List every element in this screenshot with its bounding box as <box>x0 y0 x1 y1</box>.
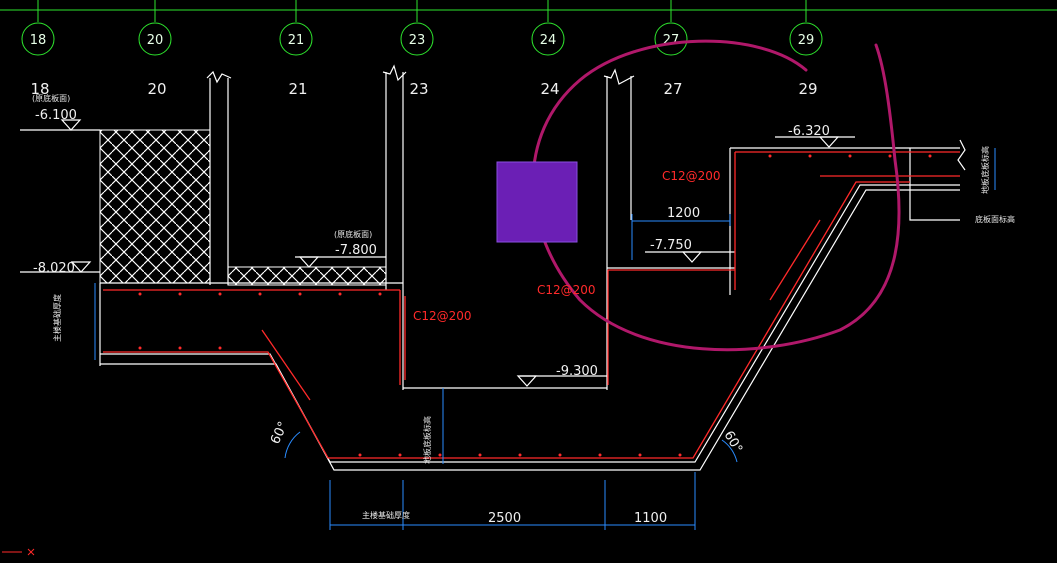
angle-label-a1: 60° <box>268 419 291 446</box>
grid-bubble-label-21: 21 <box>288 33 305 48</box>
dimension-label-d2: 2500 <box>488 511 521 526</box>
elevation-label-e3: -8.020 <box>33 261 75 276</box>
grid-axis-label-18: 18 <box>30 80 49 98</box>
grid-bubble-label-24: 24 <box>540 33 557 48</box>
rebar-label-r1: C12@200 <box>662 169 721 183</box>
review-markup-circle[interactable] <box>531 39 901 352</box>
note-n3: 底板面标高 <box>975 214 1015 224</box>
hatched-slab-fill <box>227 266 387 286</box>
note-n1: (原底板面) <box>32 93 70 103</box>
selection-highlight-box[interactable] <box>496 161 578 243</box>
hatched-soil-block <box>99 129 211 284</box>
grid-axis-numbers: 18 20 21 23 24 27 29 <box>30 80 817 98</box>
elevation-label-e2: -7.800 <box>335 243 377 258</box>
grid-bubble-label-20: 20 <box>147 33 164 48</box>
note-n2: (原底板面) <box>334 229 372 239</box>
note-n7: 地板底板标高 <box>980 146 990 194</box>
dimension-lines <box>94 148 996 530</box>
grid-axis-label-21: 21 <box>288 80 307 98</box>
grid-axis-label-20: 20 <box>147 80 166 98</box>
grid-bubble-label-18: 18 <box>30 33 47 48</box>
grid-axis-label-24: 24 <box>540 80 559 98</box>
grid-bubble-labels: 18 20 21 23 24 27 29 <box>30 33 815 48</box>
structure-outline <box>20 64 966 471</box>
ucs-axis-icon <box>2 548 35 556</box>
angle-label-a2: 60° <box>721 429 746 456</box>
grid-axis-label-29: 29 <box>798 80 817 98</box>
elevation-label-e4: -9.300 <box>556 364 598 379</box>
dimension-label-d3: 1100 <box>634 511 667 526</box>
note-n6: 地板底板标高 <box>422 416 432 464</box>
elevation-label-e6: -6.320 <box>788 124 830 139</box>
elevation-label-e5: -7.750 <box>650 238 692 253</box>
grid-axis-bubbles <box>0 0 1057 56</box>
dimension-label-d1: 1200 <box>667 206 700 221</box>
grid-bubble-label-23: 23 <box>409 33 426 48</box>
grid-bubble-label-29: 29 <box>798 33 815 48</box>
grid-axis-label-23: 23 <box>409 80 428 98</box>
rebar-dots <box>138 154 932 457</box>
rebar-label-r2: C12@200 <box>537 283 596 297</box>
note-n5: 主楼基础厚度 <box>362 510 410 520</box>
note-n4: 主楼基础厚度 <box>52 294 62 342</box>
grid-axis-label-27: 27 <box>663 80 682 98</box>
elevation-label-e1: -6.100 <box>35 108 77 123</box>
rebar-lines <box>103 151 960 459</box>
rebar-label-r3: C12@200 <box>413 309 472 323</box>
